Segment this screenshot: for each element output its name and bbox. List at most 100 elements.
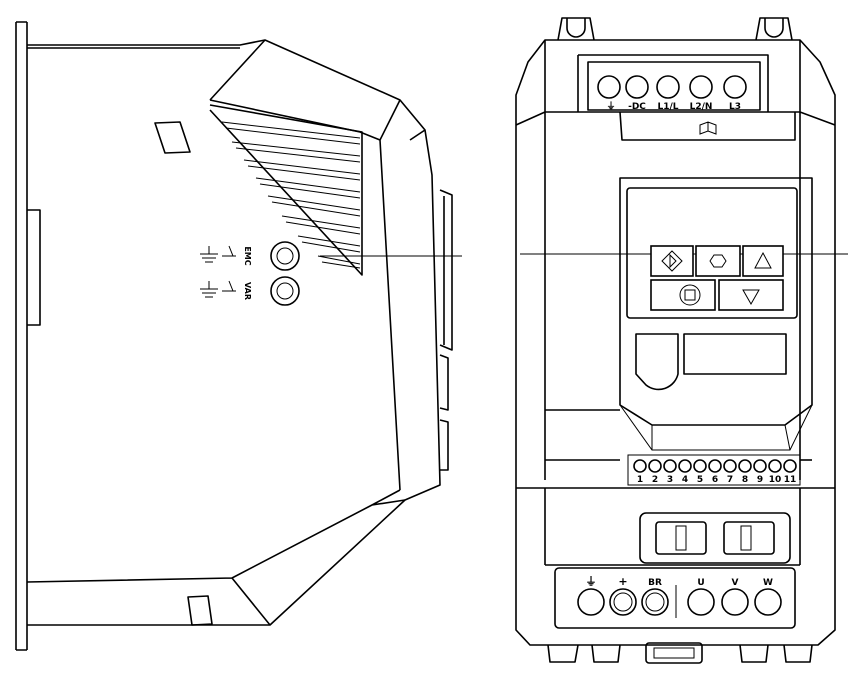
bottom-terminal-housing (554, 567, 796, 629)
front-inner-sides (515, 40, 836, 489)
keypad-bezel-lower (619, 404, 813, 451)
bottom-terminal-row: ⏚ + BR U V W (577, 575, 782, 616)
stop-icon-inner (684, 289, 696, 301)
control-terminal-8 (738, 459, 752, 473)
var-label: VAR (243, 282, 252, 300)
emc-label: EMC (243, 246, 252, 265)
cable-clamp-left-slot (675, 525, 687, 551)
side-body-outline (27, 39, 441, 626)
bottom-terminal-label-3: BR (648, 578, 662, 588)
top-terminal-label-2: -DC (628, 102, 646, 112)
top-terminal-2 (625, 75, 649, 99)
cable-clamp-frame (639, 512, 791, 564)
emc-screw-inner (276, 247, 294, 265)
control-terminal-label-9: 9 (757, 475, 763, 485)
bottom-terminal-1 (577, 588, 605, 616)
bottom-terminal-label-5: V (732, 578, 739, 588)
lower-cover (544, 488, 801, 566)
down-button[interactable] (718, 279, 784, 311)
control-terminal-6 (708, 459, 722, 473)
control-terminal-label-1: 1 (637, 475, 643, 485)
control-terminal-label-8: 8 (742, 475, 748, 485)
top-terminal-label-4: L2/N (690, 102, 713, 112)
bottom-terminal-label-6: W (763, 578, 773, 588)
up-arrow-icon (754, 251, 772, 269)
bottom-terminal-2 (609, 588, 637, 616)
control-terminal-4 (678, 459, 692, 473)
control-terminal-label-3: 3 (667, 475, 673, 485)
side-keypad-strip (439, 189, 453, 471)
top-terminal-housing (577, 54, 769, 112)
bottom-terminal-3 (641, 588, 669, 616)
top-terminal-row: ⏚ -DC L1/L L2/N L3 (597, 75, 747, 112)
bottom-terminal-5 (721, 588, 749, 616)
side-slot-bottom (187, 595, 213, 626)
bottom-terminal-label-2: + (618, 575, 627, 588)
top-terminal-cover (619, 111, 796, 141)
control-terminal-label-10: 10 (769, 475, 782, 485)
var-switch-symbol (200, 280, 236, 298)
navigate-button[interactable] (695, 245, 741, 277)
stop-icon (679, 284, 701, 306)
top-terminal-1 (597, 75, 621, 99)
top-terminal-label-1: ⏚ (606, 101, 615, 112)
stop-button[interactable] (650, 279, 716, 311)
emc-switch-symbol (200, 245, 236, 263)
control-terminal-7 (723, 459, 737, 473)
top-terminal-label-5: L3 (729, 102, 741, 112)
side-cover-facets (26, 39, 426, 626)
control-terminal-1 (633, 459, 647, 473)
control-terminal-2 (648, 459, 662, 473)
bottom-terminal-2-inner (613, 592, 633, 612)
front-body-outline (515, 39, 836, 646)
keypad-panel (626, 187, 798, 319)
cable-clamp-right (723, 521, 775, 555)
var-screw-inner (276, 282, 294, 300)
control-terminal-5 (693, 459, 707, 473)
start-icon (661, 250, 683, 272)
control-terminal-block (627, 454, 801, 486)
display-window (683, 333, 787, 375)
control-terminal-label-4: 4 (682, 475, 688, 485)
down-arrow-icon (742, 289, 760, 306)
bottom-terminal-label-1: ⏚ (586, 575, 597, 588)
control-terminal-label-5: 5 (697, 475, 703, 485)
control-terminal-label-11: 11 (784, 475, 797, 485)
control-terminal-3 (663, 459, 677, 473)
front-view: ⏚ -DC L1/L L2/N L3 (515, 17, 848, 664)
emc-screw (270, 241, 300, 271)
keypad-buttons (650, 245, 784, 311)
navigate-icon (709, 254, 727, 268)
top-terminal-4 (689, 75, 713, 99)
cable-clamp-left (655, 521, 707, 555)
control-terminal-10 (768, 459, 782, 473)
top-terminal-3 (656, 75, 680, 99)
bottom-terminal-4 (687, 588, 715, 616)
bottom-terminal-label-4: U (697, 578, 704, 588)
up-button[interactable] (742, 245, 784, 277)
vent-frame (209, 104, 363, 276)
left-side-block (545, 409, 620, 461)
control-terminal-row: 1 2 3 4 5 6 7 8 9 10 11 (627, 454, 801, 486)
status-window (635, 333, 679, 391)
top-mount-tab-right (755, 17, 793, 41)
din-rail (15, 21, 41, 651)
side-slot-top (154, 121, 191, 154)
bottom-terminal-3-inner (645, 592, 665, 612)
bottom-release-slot (653, 647, 695, 659)
top-terminal-5 (723, 75, 747, 99)
control-terminal-9 (753, 459, 767, 473)
vent-slots (221, 121, 361, 269)
side-view: EMC VAR (15, 21, 462, 651)
control-terminal-label-7: 7 (727, 475, 733, 485)
cable-clamp-right-slot (740, 525, 752, 551)
control-terminal-11 (783, 459, 797, 473)
manual-icon (699, 121, 717, 135)
bottom-release-tab (645, 642, 703, 664)
top-terminal-label-3: L1/L (657, 102, 678, 112)
bottom-feet (547, 644, 813, 663)
control-terminal-label-2: 2 (652, 475, 658, 485)
top-mount-tab-left (557, 17, 595, 41)
